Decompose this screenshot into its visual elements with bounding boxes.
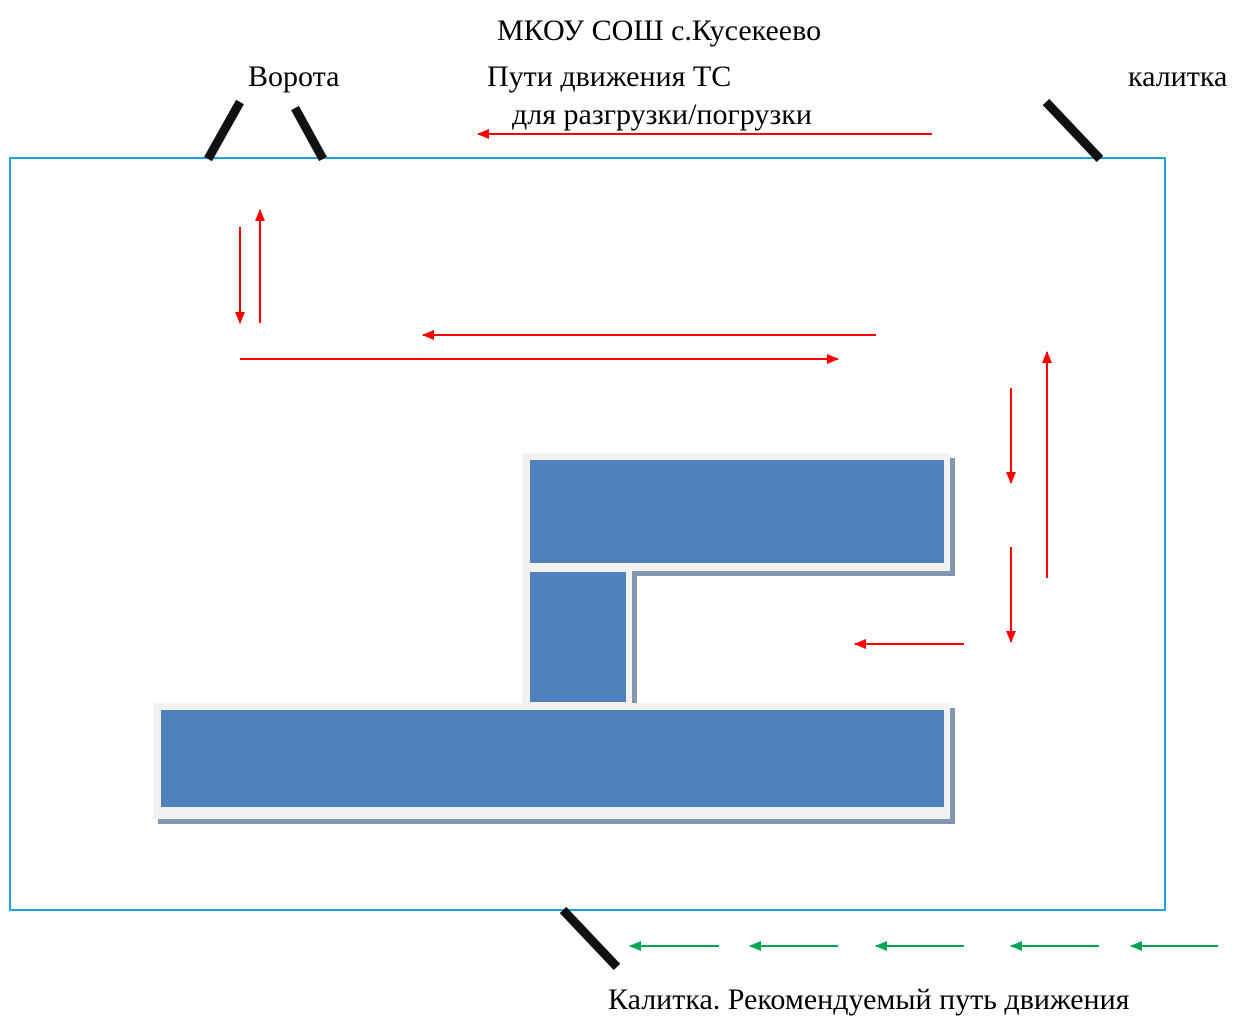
wicket-bottom-label: Калитка. Рекомендуемый путь движения: [608, 983, 1130, 1016]
wicket-top-label: калитка: [1128, 60, 1228, 93]
site-perimeter: [9, 157, 1166, 911]
school-title: МКОУ СОШ с.Кусекеево: [497, 14, 822, 47]
vehicle-routes: [235, 129, 1052, 649]
building-top-block: [522, 453, 955, 576]
gate-post-right: [291, 105, 327, 162]
vehicle-routes-label: Пути движения ТС: [487, 60, 732, 93]
gate-post-left: [204, 99, 244, 162]
wicket-bottom-post: [559, 906, 621, 971]
gate-label: Ворота: [248, 60, 340, 93]
wicket-top-post: [1042, 98, 1104, 163]
building-connector-block: [522, 568, 637, 716]
building-bottom-block: [153, 703, 955, 824]
gate-posts: [204, 98, 1104, 971]
unloading-label: для разгрузки/погрузки: [512, 98, 812, 131]
